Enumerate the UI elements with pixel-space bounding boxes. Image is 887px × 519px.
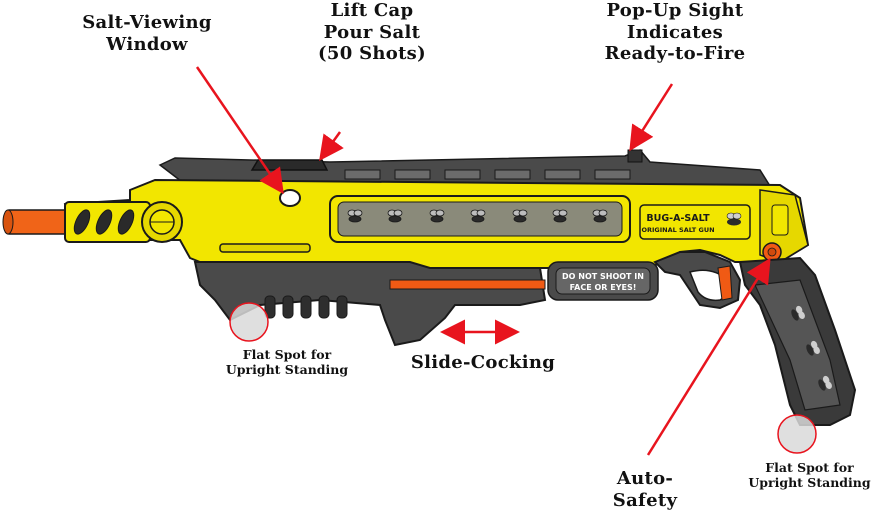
barrel-tip: [4, 209, 72, 235]
logo-fly-icon: [726, 212, 742, 226]
flat-spot-front-highlight: [229, 302, 269, 342]
logo-plate: [639, 204, 751, 240]
slide-stripe: [389, 279, 546, 290]
fly-decals: [347, 209, 608, 223]
auto-safety-label: Auto- Safety: [612, 468, 678, 511]
logo-line1: BUG-A-SALT: [646, 213, 710, 224]
lift-cap-label: Lift Cap Pour Salt (50 Shots): [318, 0, 426, 65]
auto-safety-arrow: [646, 257, 771, 456]
warning-line2: FACE OR EYES!: [570, 283, 637, 292]
salt-window-arrow: [195, 66, 284, 195]
popup-sight: [627, 149, 643, 163]
flat-spot-rear-highlight: [777, 414, 817, 454]
salt-viewing-window: [279, 189, 301, 207]
flat-spot-rear-label: Flat Spot for Upright Standing: [748, 460, 871, 490]
slide-cocking-label: Slide-Cocking: [410, 352, 556, 373]
lift-cap-arrow: [319, 131, 344, 162]
warning-line1: DO NOT SHOOT IN: [562, 272, 644, 281]
grip-fly-decals: [791, 305, 832, 391]
popup-sight-label: Pop-Up Sight Indicates Ready-to-Fire: [604, 0, 746, 65]
flat-spot-front-label: Flat Spot for Upright Standing: [225, 347, 349, 377]
popup-sight-arrow: [629, 83, 674, 152]
salt-viewing-window-label: Salt-Viewing Window: [82, 12, 212, 55]
logo-line2: ORIGINAL SALT GUN: [641, 226, 714, 234]
trigger: [717, 265, 733, 301]
